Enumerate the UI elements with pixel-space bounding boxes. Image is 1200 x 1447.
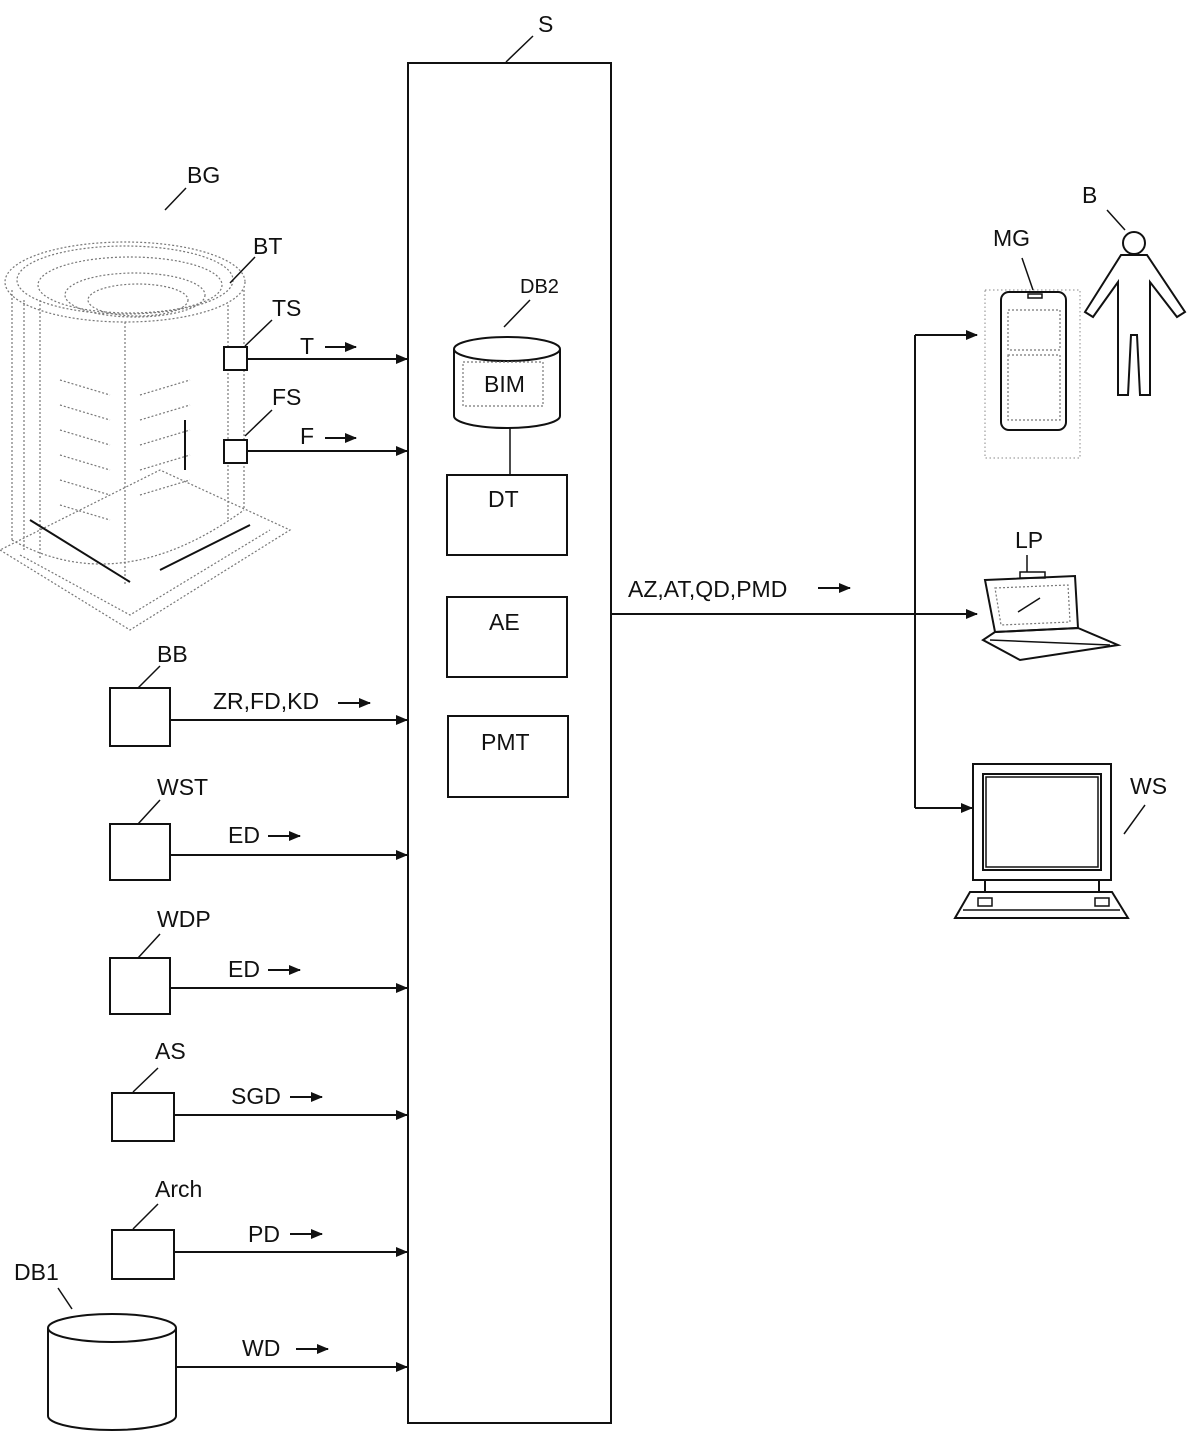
wst-label: WST: [157, 774, 208, 800]
db1-database-icon: [47, 1313, 177, 1431]
f-signal-label: F: [300, 423, 314, 449]
bt-label: BT: [253, 233, 282, 259]
db2-label: DB2: [520, 276, 559, 298]
arch-label: Arch: [155, 1176, 202, 1202]
workstation-icon: [953, 763, 1130, 919]
humidity-sensor-box: [223, 439, 248, 464]
bb-signal-label: ZR,FD,KD: [213, 688, 319, 714]
wst-box: [109, 823, 171, 881]
server-label: S: [538, 11, 553, 37]
lp-label: LP: [1015, 527, 1043, 553]
output-signals-label: AZ,AT,QD,PMD: [628, 576, 787, 602]
b-label: B: [1082, 182, 1097, 208]
dt-label: DT: [488, 486, 519, 512]
laptop-icon: [981, 571, 1122, 662]
wst-signal-label: ED: [228, 822, 260, 848]
bim-label: BIM: [484, 371, 525, 397]
ae-label: AE: [489, 609, 520, 635]
db1-label: DB1: [14, 1259, 59, 1285]
db1-signal-label: WD: [242, 1335, 280, 1361]
arch-signal-label: PD: [248, 1221, 280, 1247]
wdp-signal-label: ED: [228, 956, 260, 982]
wdp-box: [109, 957, 171, 1015]
smartphone-icon: [984, 289, 1081, 459]
temperature-sensor-box: [223, 346, 248, 371]
as-label: AS: [155, 1038, 186, 1064]
as-box: [111, 1092, 175, 1142]
wdp-label: WDP: [157, 906, 211, 932]
ae-box: [446, 596, 568, 678]
bb-box: [109, 687, 171, 747]
t-signal-label: T: [300, 333, 314, 359]
building-icon: [0, 241, 292, 631]
as-signal-label: SGD: [231, 1083, 281, 1109]
bg-label: BG: [187, 162, 220, 188]
ts-label: TS: [272, 295, 301, 321]
ws-label: WS: [1130, 773, 1167, 799]
db2-database-icon: [453, 336, 561, 429]
person-icon: [1083, 231, 1187, 396]
pmt-box: [447, 715, 569, 798]
mg-label: MG: [993, 225, 1030, 251]
fs-label: FS: [272, 384, 301, 410]
arch-box: [111, 1229, 175, 1280]
bb-label: BB: [157, 641, 188, 667]
dt-box: [446, 474, 568, 556]
pmt-label: PMT: [481, 729, 530, 755]
